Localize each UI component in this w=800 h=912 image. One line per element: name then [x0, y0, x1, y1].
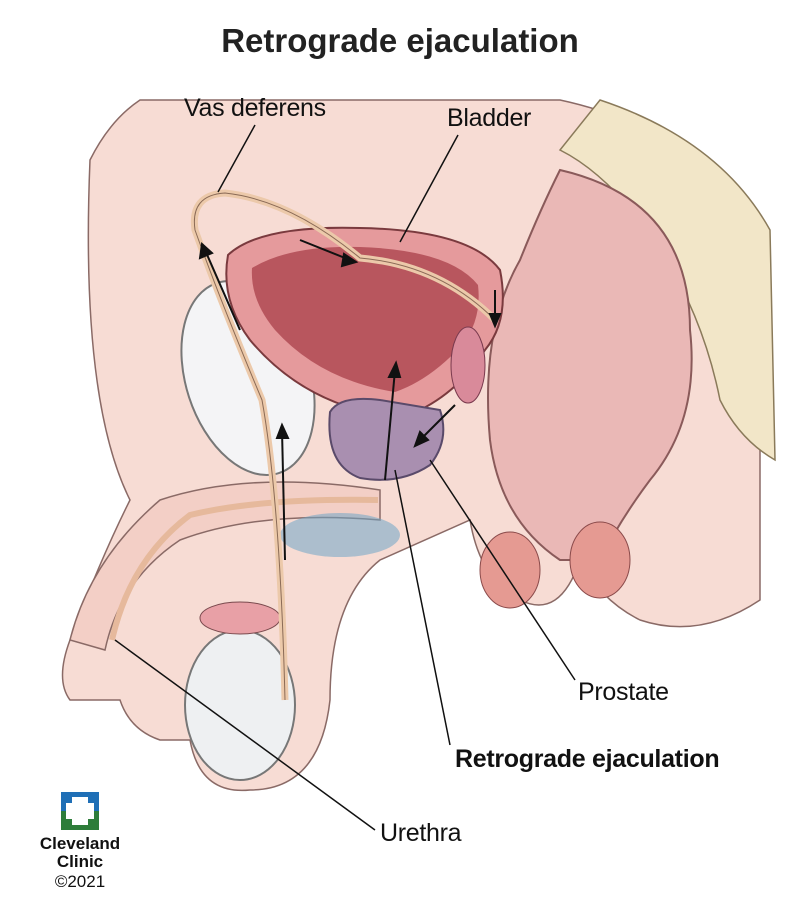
arrow-into-prostate: [419, 404, 456, 441]
arrow-vas-up-2: [204, 249, 241, 331]
leader-urethra: [114, 639, 376, 831]
diagram-title: Retrograde ejaculation: [221, 22, 579, 59]
flow-arrows: [198, 239, 502, 561]
corpus-spongiosum-stain: [280, 513, 400, 557]
logo-line1: Cleveland: [39, 834, 121, 853]
label-urethra: Urethra: [380, 819, 462, 847]
label-prostate: Prostate: [578, 678, 669, 706]
seminal-vesicle: [450, 326, 486, 404]
testis: [184, 629, 296, 781]
label-vas-deferens: Vas deferens: [184, 94, 326, 122]
anal-sphincter-right: [569, 521, 631, 599]
leader-bladder: [399, 134, 459, 243]
copyright: ©2021: [54, 872, 106, 891]
penis: [69, 481, 381, 651]
label-bladder: Bladder: [447, 104, 532, 132]
leader-vas-deferens: [217, 124, 256, 193]
urethra-tube: [109, 496, 379, 641]
cleveland-clinic-logo: Cleveland Clinic ©2021: [30, 792, 130, 893]
label-retrograde-ejaculation: Retrograde ejaculation: [455, 745, 720, 773]
leader-prostate: [429, 459, 576, 681]
arrow-bladder-top: [299, 239, 351, 261]
prostate-gland: [328, 397, 445, 481]
leader-retrograde: [394, 469, 451, 746]
anal-sphincter-left: [479, 531, 541, 609]
logo-line2: Clinic: [56, 852, 104, 871]
bladder-lumen: [251, 246, 479, 392]
arrow-retro: [384, 369, 396, 481]
leader-lines: [114, 124, 576, 831]
arrow-vas-up: [281, 429, 286, 561]
logo-cross-icon: [61, 792, 99, 830]
epididymis: [199, 601, 281, 635]
